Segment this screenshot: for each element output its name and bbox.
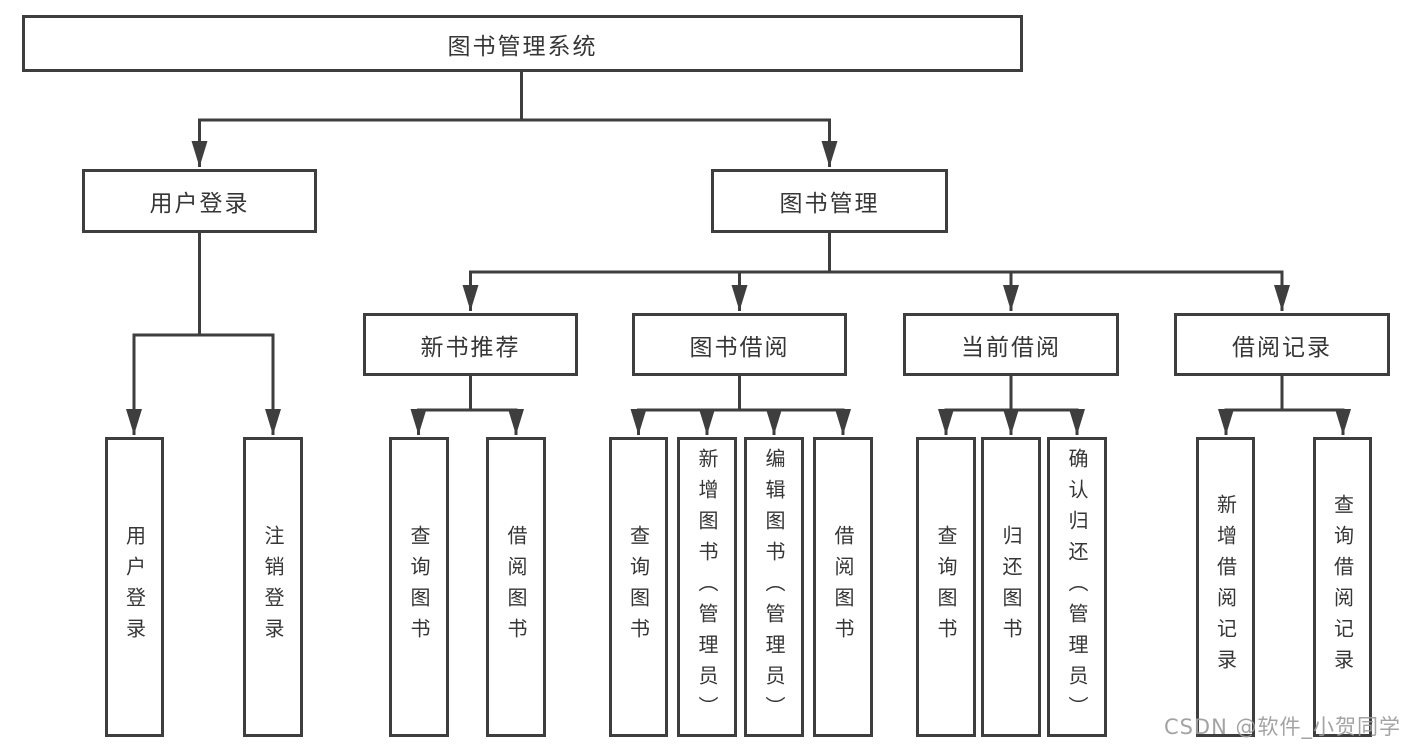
leaf-query-borrow-record: 查询借阅记录 [1313,437,1372,737]
connector-borrow-record [1218,376,1351,435]
leaf-edit-book-admin: 编辑图书（管理员） [744,437,804,737]
leaf-borrow-books-borrow: 借阅图书 [813,437,873,737]
leaf-query-borrow-record-label: 查询借阅记录 [1330,494,1355,680]
leaf-query-books-rec-label: 查询图书 [407,525,431,649]
connector-new-book-rec [410,376,524,435]
leaf-borrow-books-borrow-label: 借阅图书 [831,525,855,649]
connector-user-login [126,233,281,435]
leaf-logout-label: 注销登录 [261,525,285,649]
node-library-system-label: 图书管理系统 [447,33,598,60]
node-current-borrowing-label: 当前借阅 [961,334,1061,361]
leaf-query-books-rec: 查询图书 [389,437,449,737]
connector-root [191,71,838,167]
leaf-query-books-current: 查询图书 [916,437,976,737]
connector-book-mgmt [462,233,1290,311]
leaf-user-login-label: 用户登录 [122,525,147,649]
leaf-borrow-books-rec-label: 借阅图书 [504,525,528,649]
node-book-borrowing-label: 图书借阅 [689,334,790,361]
leaf-return-book-label: 归还图书 [999,525,1023,649]
node-book-management: 图书管理 [711,169,948,233]
connector-book-borrow [630,376,851,435]
leaf-confirm-return-admin-label: 确认归还（管理员） [1065,447,1089,727]
node-new-book-recommendation-label: 新书推荐 [420,334,521,361]
node-library-system: 图书管理系统 [22,15,1023,72]
leaf-query-books-current-label: 查询图书 [934,525,958,649]
node-current-borrowing: 当前借阅 [903,313,1119,376]
leaf-add-borrow-record-label: 新增借阅记录 [1213,494,1238,680]
leaf-return-book: 归还图书 [981,437,1041,737]
node-borrowing-records-label: 借阅记录 [1232,334,1332,361]
leaf-query-books-borrow: 查询图书 [609,437,668,737]
leaf-query-books-borrow-label: 查询图书 [626,525,651,649]
connector-current-borrow [938,376,1085,435]
leaf-logout: 注销登录 [243,437,303,737]
leaf-user-login: 用户登录 [105,437,164,737]
node-user-login: 用户登录 [82,169,317,233]
leaf-add-book-admin-label: 新增图书（管理员） [695,447,719,727]
node-book-borrowing: 图书借阅 [632,313,847,376]
node-borrowing-records: 借阅记录 [1174,313,1390,376]
node-book-management-label: 图书管理 [779,191,880,217]
leaf-edit-book-admin-label: 编辑图书（管理员） [762,447,786,727]
leaf-add-borrow-record: 新增借阅记录 [1196,437,1255,737]
csdn-watermark: CSDN @软件_小贺同学 [1163,715,1401,739]
leaf-borrow-books-rec: 借阅图书 [486,437,546,737]
node-new-book-recommendation: 新书推荐 [363,313,578,376]
node-user-login-label: 用户登录 [149,191,250,217]
leaf-confirm-return-admin: 确认归还（管理员） [1047,437,1107,737]
leaf-add-book-admin: 新增图书（管理员） [677,437,737,737]
